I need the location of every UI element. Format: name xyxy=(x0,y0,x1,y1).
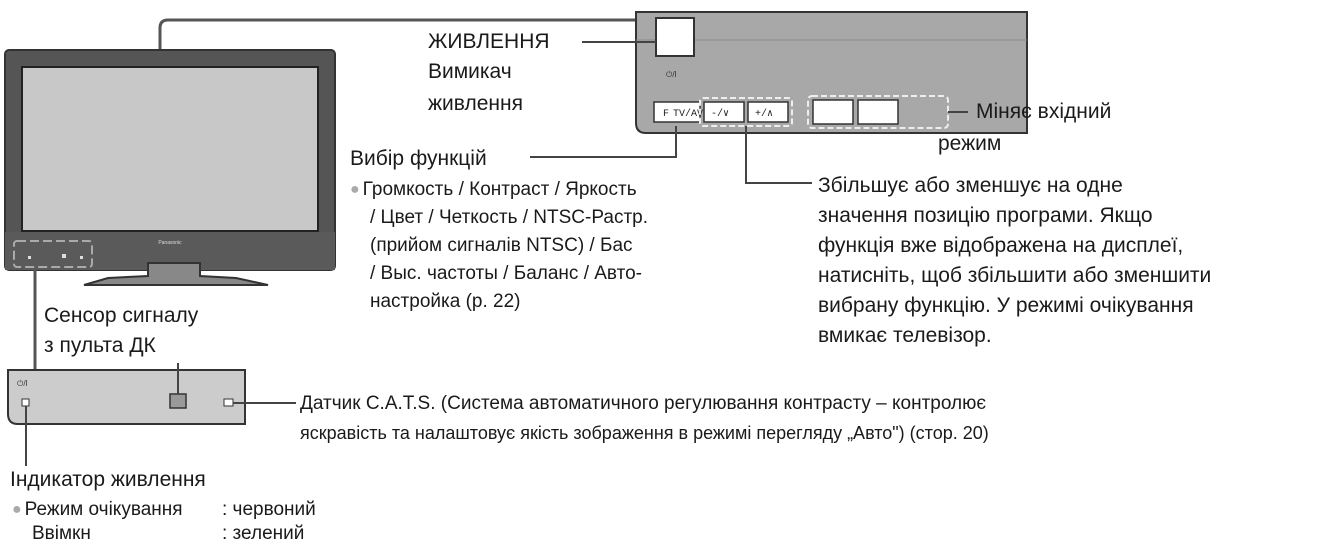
power-switch xyxy=(655,17,695,57)
program-line-5: вибрану функцію. У режимі очікування xyxy=(818,294,1194,317)
program-line-4: натисніть, щоб збільшити або зменшити xyxy=(818,264,1212,287)
button-label-tvav: TV/AV xyxy=(673,108,703,120)
input-button-1 xyxy=(812,99,854,125)
leader-function xyxy=(530,126,677,158)
power-switch-label-1: Вимикач xyxy=(428,60,512,83)
leader-program xyxy=(745,126,812,184)
connector-line-top xyxy=(158,18,636,52)
function-title: Вибір функцій xyxy=(350,147,487,170)
input-mode-label-2: режим xyxy=(938,132,1002,155)
input-mode-label-1: Міняє вхідний xyxy=(976,100,1112,123)
program-line-3: функція вже відображена на дисплеї, xyxy=(818,234,1184,257)
remote-sensor-label-2: з пульта ДК xyxy=(44,334,156,357)
power-title: ЖИВЛЕННЯ xyxy=(428,30,550,53)
function-line-4: / Выс. частоты / Баланс / Авто- xyxy=(370,263,642,284)
remote-sensor-label-1: Сенсор сигналу xyxy=(44,304,199,327)
tv-illustration: Panasonic xyxy=(4,49,336,286)
program-line-2: значення позицію програми. Якщо xyxy=(818,204,1153,227)
function-line-1: Громкость / Контраст / Яркость xyxy=(350,178,637,202)
cats-label-2: яскравість та налаштовує якість зображен… xyxy=(300,423,989,443)
tv-brand-text: Panasonic xyxy=(158,240,182,246)
program-up-button xyxy=(747,101,789,123)
power-indicator-led xyxy=(21,398,30,407)
sensor-highlight-box xyxy=(13,240,93,268)
tv-stand xyxy=(83,262,269,286)
button-label-f: F xyxy=(663,109,669,120)
on-label: Ввімкн xyxy=(32,523,91,544)
function-line-2: / Цвет / Четкость / NTSC-Растр. xyxy=(370,207,649,228)
panel-power-symbol: ⏻/I xyxy=(666,70,677,79)
remote-sensor-window xyxy=(169,393,187,409)
sensor-panel: ⏻/I xyxy=(7,369,246,425)
indicator-power-symbol: ⏻/I xyxy=(17,379,28,388)
on-value: : зелений xyxy=(222,523,305,544)
standby-label: Режим очікування xyxy=(12,498,183,522)
standby-value: : червоний xyxy=(222,499,316,520)
indicator-title: Індикатор живлення xyxy=(10,468,206,491)
cats-sensor-window xyxy=(223,398,234,407)
control-panel-top: ⏻/I F TV/AV -/∨ +/∧ xyxy=(635,11,1028,134)
input-button-2 xyxy=(857,99,899,125)
function-line-5: настройка (р. 22) xyxy=(370,291,521,312)
program-line-6: вмикає телевізор. xyxy=(818,324,992,347)
program-line-1: Збільшує або зменшує на одне xyxy=(818,174,1123,197)
power-switch-label-2: живлення xyxy=(428,92,523,115)
button-label-plus: +/∧ xyxy=(755,108,773,120)
cats-label-1: Датчик C.A.T.S. (Система автоматичного р… xyxy=(300,393,987,414)
program-down-button xyxy=(703,101,745,123)
function-line-3: (прийом сигналів NTSC) / Бас xyxy=(370,235,633,256)
button-label-minus: -/∨ xyxy=(711,108,729,120)
